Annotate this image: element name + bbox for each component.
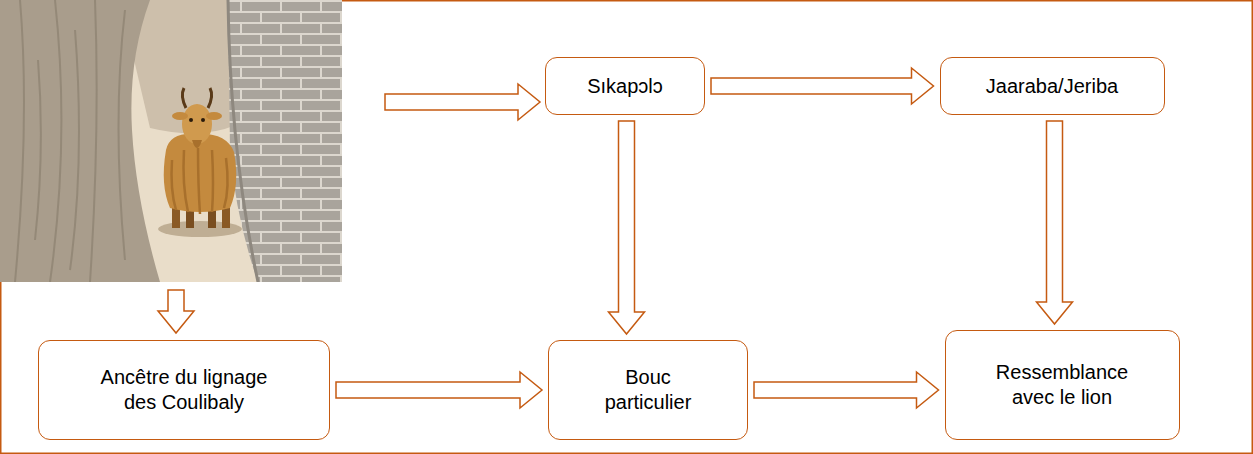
block-arrow [385, 84, 540, 120]
sand-ground [0, 0, 342, 282]
block-arrow [158, 290, 194, 333]
block-arrow [336, 372, 542, 408]
text-box: Bouc particulier [548, 340, 748, 440]
goat-photo [0, 0, 342, 282]
goat-eye [201, 118, 205, 122]
wall-edge [228, 0, 258, 282]
tree-trunk [0, 0, 160, 282]
box-label: Sıkapɔlɔ [587, 74, 663, 99]
box-label: Ancêtre du lignage des Coulibaly [89, 365, 279, 415]
box-label: Ressemblance avec le lion [982, 360, 1142, 410]
box-label: Jaaraba/Jeriba [986, 74, 1118, 99]
text-box: Ancêtre du lignage des Coulibaly [38, 340, 330, 440]
goat-ear [206, 112, 222, 120]
goat-beard [192, 140, 202, 148]
bark-texture [15, 0, 125, 282]
block-arrow [1037, 121, 1073, 324]
brick-wall [228, 0, 342, 282]
block-arrow [711, 68, 934, 104]
goat-hair [172, 148, 228, 214]
text-box: Ressemblance avec le lion [945, 330, 1180, 440]
block-arrow [754, 372, 939, 408]
text-box: Sıkapɔlɔ [545, 57, 705, 115]
goat-head [182, 104, 212, 144]
goat-ear [172, 112, 188, 120]
text-box: Jaaraba/Jeriba [940, 57, 1165, 115]
goat-eye [189, 118, 193, 122]
box-label: Bouc particulier [588, 365, 708, 415]
block-arrow [609, 121, 645, 334]
